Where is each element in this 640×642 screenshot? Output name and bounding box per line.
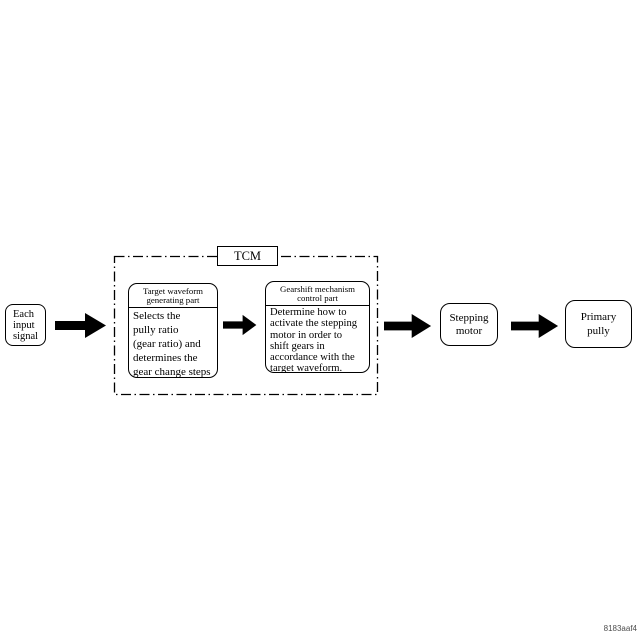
node-stepping-motor-label: Stepping motor	[449, 311, 489, 337]
tcm-title-label: TCM	[233, 248, 262, 263]
node-target-waveform-generating-part: Target waveform generating part Selects …	[128, 283, 218, 378]
node-each-input-signal: Each input signal	[5, 304, 46, 346]
node-primary-pully: Primary pully	[565, 300, 632, 348]
arrow-input-to-tcm-icon	[55, 313, 106, 338]
figure-code: 8183aaf4	[603, 624, 637, 633]
node-gearshift-mechanism-control-part: Gearshift mechanism control part Determi…	[265, 281, 370, 373]
target-waveform-header: Target waveform generating part	[129, 284, 217, 308]
tcm-title-box: TCM	[217, 246, 278, 266]
target-waveform-body: Selects the pully ratio (gear ratio) and…	[133, 310, 211, 378]
gearshift-control-body: Determine how to activate the stepping m…	[270, 307, 358, 373]
node-primary-pully-label: Primary pully	[580, 311, 617, 337]
gearshift-control-header: Gearshift mechanism control part	[266, 282, 369, 306]
arrow-stepping-motor-to-primary-pully-icon	[511, 313, 559, 339]
arrow-tcm-to-stepping-motor-icon	[384, 313, 432, 339]
node-stepping-motor: Stepping motor	[440, 303, 498, 346]
arrow-target-to-gearshift-icon	[223, 314, 257, 336]
tcm-boundary-box	[113, 255, 379, 396]
node-each-input-signal-label: Each input signal	[13, 309, 39, 342]
